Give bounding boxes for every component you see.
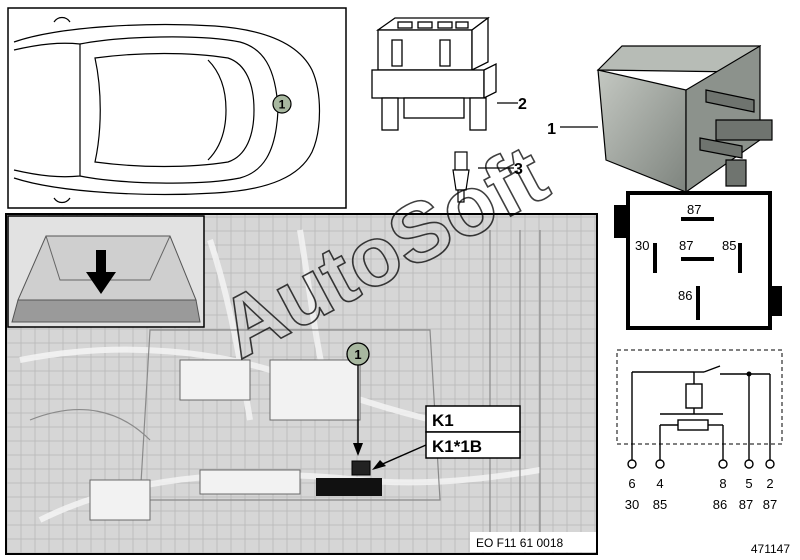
terminal-number: 85 bbox=[653, 497, 667, 512]
terminal-number: 30 bbox=[625, 497, 639, 512]
photo-location-marker: 1 bbox=[346, 342, 370, 456]
pin-number: 2 bbox=[766, 476, 773, 491]
photo-marker-label: 1 bbox=[354, 347, 361, 362]
terminal-number: 87 bbox=[763, 497, 777, 512]
document-number: 471147 bbox=[751, 542, 790, 556]
pin-label-left: 30 bbox=[635, 238, 649, 253]
pin-number: 6 bbox=[628, 476, 635, 491]
pin-label-top: 87 bbox=[687, 202, 701, 217]
terminal-number: 86 bbox=[713, 497, 727, 512]
pin-label-center: 87 bbox=[679, 238, 693, 253]
pin-label-bottom: 86 bbox=[678, 288, 692, 303]
socket-callout: 2 bbox=[518, 96, 527, 113]
label-k1: K1 bbox=[432, 411, 454, 430]
terminal-callout: 3 bbox=[514, 161, 523, 178]
relay-terminal: 3 bbox=[452, 151, 523, 203]
location-marker-1: 1 bbox=[272, 94, 292, 114]
pin-number: 5 bbox=[745, 476, 752, 491]
relay-socket: 2 bbox=[371, 16, 527, 131]
vehicle-location-panel: 1 bbox=[7, 7, 347, 209]
location-marker-label: 1 bbox=[279, 98, 286, 112]
pin-label-right: 85 bbox=[722, 238, 736, 253]
relay-pin-layout: 87 30 87 85 86 bbox=[614, 191, 782, 330]
installation-photo: 1 K1 K1*1B EO F11 61 0018 bbox=[5, 213, 598, 555]
terminal-number: 87 bbox=[739, 497, 753, 512]
image-code: EO F11 61 0018 bbox=[476, 536, 563, 550]
relay: 1 bbox=[547, 44, 773, 194]
trunk-inset bbox=[7, 215, 205, 328]
pin-number: 8 bbox=[719, 476, 726, 491]
relay-schematic: 6 4 8 5 2 30 85 86 87 87 bbox=[616, 349, 783, 512]
component-label-box: K1 K1*1B bbox=[372, 405, 521, 470]
label-k1-1b: K1*1B bbox=[432, 437, 482, 456]
pin-number: 4 bbox=[656, 476, 663, 491]
relay-callout: 1 bbox=[547, 121, 556, 138]
